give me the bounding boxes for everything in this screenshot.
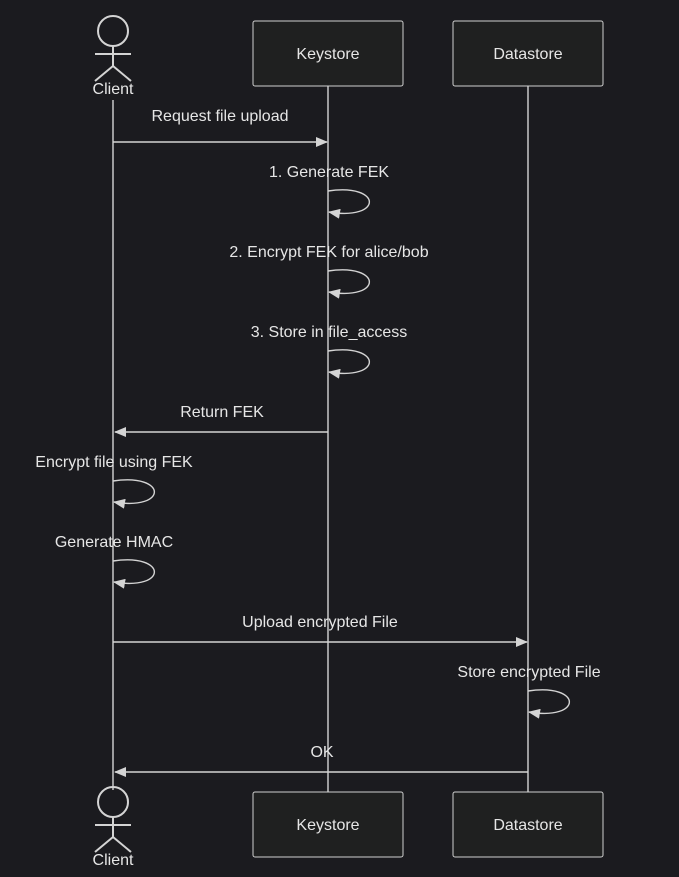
message-label: Upload encrypted File	[242, 614, 398, 631]
client-label-top: Client	[93, 81, 134, 98]
message-label: Return FEK	[180, 404, 264, 421]
self-message-arrow	[327, 349, 370, 379]
message-label: Encrypt file using FEK	[35, 454, 193, 471]
self-message-arrow	[112, 479, 155, 509]
message-label: Request file upload	[152, 108, 289, 125]
keystore-box-bottom: Keystore	[252, 791, 404, 858]
datastore-box-bottom: Datastore	[452, 791, 604, 858]
keystore-box-top: Keystore	[252, 20, 404, 87]
keystore-label-bottom: Keystore	[296, 817, 359, 834]
datastore-label-bottom: Datastore	[493, 817, 562, 834]
actor-head-icon	[97, 786, 129, 818]
message-label: Store encrypted File	[457, 664, 600, 681]
datastore-label-top: Datastore	[493, 46, 562, 63]
message-label: OK	[310, 744, 333, 761]
client-actor-bottom: Client	[93, 786, 134, 869]
actor-head-icon	[97, 15, 129, 47]
client-actor-top: Client	[93, 15, 134, 98]
self-message-arrow	[327, 269, 370, 299]
self-message-arrow	[112, 559, 155, 589]
message-label: 2. Encrypt FEK for alice/bob	[229, 244, 428, 261]
message-label: Generate HMAC	[55, 534, 173, 551]
self-message-arrow	[327, 189, 370, 219]
message-label: 1. Generate FEK	[269, 164, 389, 181]
keystore-label-top: Keystore	[296, 46, 359, 63]
message-label: 3. Store in file_access	[251, 324, 408, 341]
self-message-arrow	[527, 689, 570, 719]
client-label-bottom: Client	[93, 852, 134, 869]
datastore-box-top: Datastore	[452, 20, 604, 87]
